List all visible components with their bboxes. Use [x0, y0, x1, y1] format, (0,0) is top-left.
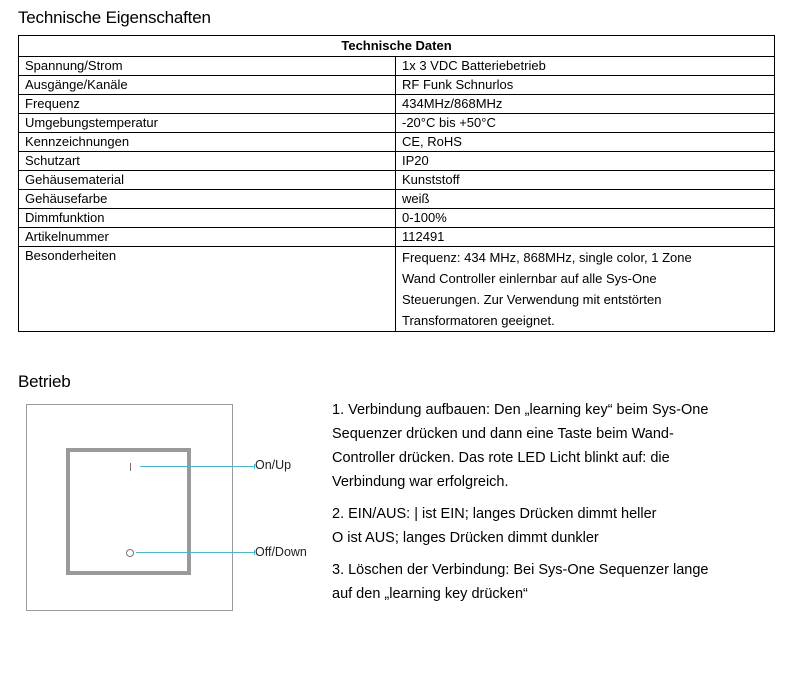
- operation-steps: 1. Verbindung aufbauen: Den „learning ke…: [332, 398, 782, 614]
- section-title: Technische Eigenschaften: [18, 8, 211, 27]
- table-cell-label: Artikelnummer: [18, 227, 396, 247]
- on-lead-tick: [254, 464, 255, 469]
- on-up-label: On/Up: [255, 458, 292, 472]
- table-cell-value: 112491: [394, 227, 776, 247]
- table-cell-label: Besonderheiten: [18, 246, 396, 332]
- step-delete: 3. Löschen der Verbindung: Bei Sys-One S…: [332, 558, 782, 606]
- table-cell-value: 434MHz/868MHz: [394, 94, 776, 114]
- table-cell-value: RF Funk Schnurlos: [394, 75, 776, 95]
- table-header: Technische Daten: [17, 35, 776, 57]
- off-lead-tick: [254, 550, 255, 555]
- step-line: Sequenzer drücken und dann eine Taste be…: [332, 426, 674, 442]
- special-line: Wand Controller einlernbar auf alle Sys-…: [402, 271, 657, 286]
- table-cell-label: Schutzart: [18, 151, 396, 171]
- special-line: Transformatoren geeignet.: [402, 313, 555, 328]
- table-cell-label: Gehäusefarbe: [18, 189, 396, 209]
- table-cell-value: Kunststoff: [394, 170, 776, 190]
- table-cell-label: Gehäusematerial: [18, 170, 396, 190]
- table-cell-value: CE, RoHS: [394, 132, 776, 152]
- table-cell-value: 0-100%: [394, 208, 776, 228]
- table-row-special: Besonderheiten Frequenz: 434 MHz, 868MHz…: [18, 246, 776, 332]
- step-line: Controller drücken. Das rote LED Licht b…: [332, 450, 670, 466]
- on-lead-line: [140, 466, 254, 467]
- step-connect: 1. Verbindung aufbauen: Den „learning ke…: [332, 398, 782, 494]
- table-row: Umgebungstemperatur-20°C bis +50°C: [18, 113, 776, 133]
- table-header-row: Technische Daten: [17, 35, 776, 57]
- step-line: 1. Verbindung aufbauen: Den „learning ke…: [332, 402, 709, 418]
- off-lead-line: [136, 552, 254, 553]
- off-down-label: Off/Down: [255, 545, 307, 559]
- table-cell-value: weiß: [394, 189, 776, 209]
- table-cell-label: Dimmfunktion: [18, 208, 396, 228]
- table-cell-label: Spannung/Strom: [18, 56, 396, 76]
- off-mark-icon: [126, 549, 134, 557]
- special-line: Frequenz: 434 MHz, 868MHz, single color,…: [402, 250, 692, 265]
- switch-diagram: On/Up Off/Down: [26, 404, 326, 614]
- table-cell-label: Frequenz: [18, 94, 396, 114]
- step-line: 2. EIN/AUS: | ist EIN; langes Drücken di…: [332, 506, 657, 522]
- on-mark-icon: [130, 463, 131, 471]
- table-cell-label: Umgebungstemperatur: [18, 113, 396, 133]
- table-cell-value: 1x 3 VDC Batteriebetrieb: [394, 56, 776, 76]
- table-cell-label: Ausgänge/Kanäle: [18, 75, 396, 95]
- table-cell-label: Kennzeichnungen: [18, 132, 396, 152]
- step-on-off: 2. EIN/AUS: | ist EIN; langes Drücken di…: [332, 502, 782, 550]
- step-line: auf den „learning key drücken“: [332, 586, 528, 602]
- table-cell-value: -20°C bis +50°C: [394, 113, 776, 133]
- table-cell-value: Frequenz: 434 MHz, 868MHz, single color,…: [394, 246, 776, 332]
- step-line: Verbindung war erfolgreich.: [332, 474, 509, 490]
- special-line: Steuerungen. Zur Verwendung mit entstört…: [402, 292, 662, 307]
- switch-frame-outer: [26, 404, 233, 611]
- table-cell-value: IP20: [394, 151, 776, 171]
- operation-title: Betrieb: [18, 372, 71, 391]
- switch-rocker: [66, 448, 191, 575]
- step-line: 3. Löschen der Verbindung: Bei Sys-One S…: [332, 562, 709, 578]
- step-line: O ist AUS; langes Drücken dimmt dunkler: [332, 530, 599, 546]
